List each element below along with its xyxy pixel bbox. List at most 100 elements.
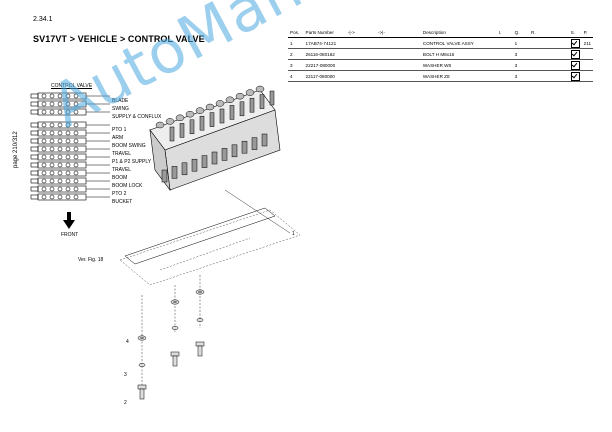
valve-section [30,92,110,100]
check-icon[interactable] [570,38,580,48]
cell-description: WASHER W8 [422,62,452,68]
valve-spool [215,100,225,107]
check-icon[interactable] [570,49,580,59]
port-label: PTO 2 [112,191,127,197]
cell-page [582,49,593,60]
valve-section [30,193,110,201]
front-label: FRONT [61,232,79,238]
valve-spool [185,110,195,118]
valve-fitting [221,148,228,161]
cell-description: WASHER Z8 [422,73,450,79]
col-header-part-number: Parts Number [305,29,334,35]
callout-number: 3 [124,372,127,378]
valve-fitting [269,90,275,106]
col-header-i: I. [498,29,502,35]
cell-part-number: 17AB74-74121 [305,40,337,46]
cell-quantity: 3 [514,73,518,79]
valve-fitting [239,101,245,117]
valve-fitting [249,97,255,113]
cell-page [582,60,593,71]
valve-section [30,121,110,129]
arrow-down-icon [63,212,75,229]
valve-section [30,137,110,145]
valve-section [30,108,110,116]
cell-pos: 1 [290,40,293,46]
valve-spool [255,85,265,93]
cell-part-number: 26116-080162 [305,51,335,57]
cell-page [582,71,593,82]
figure-reference-link[interactable]: Ver. Fig. 18 [78,257,104,263]
cell-pos: 2 [290,51,293,57]
valve-fitting [189,119,195,135]
valve-section [30,153,110,161]
valve-section [30,129,110,137]
cell-quantity: 1 [514,40,518,46]
valve-fitting [219,108,225,124]
table-row[interactable]: 3 22217-080000 WASHER W8 3 [288,60,593,71]
col-header-description: Description [422,29,446,35]
valve-fitting [191,158,198,172]
port-label: SWING [112,106,129,112]
table-row[interactable]: 1 17AB74-74121 CONTROL VALVE ASSY 1 211 [288,38,593,49]
valve-fitting [201,155,208,168]
valve-section [30,185,110,193]
col-header-s: S. [570,29,575,35]
port-label: PTO 1 [112,127,127,133]
cell-pos: 4 [290,73,293,79]
valve-spool [225,96,235,104]
valve-fitting [241,140,248,154]
port-label: SUPPLY & CONFLUX [112,114,162,120]
valve-spool [245,89,255,96]
cell-quantity: 3 [514,51,518,57]
valve-spool [205,103,215,111]
port-label: BLADE [112,98,129,104]
valve-fitting [231,144,238,158]
valve-section [30,161,110,169]
valve-fitting [259,94,265,109]
valve-fitting [211,151,218,165]
col-header-to: ->|- [377,29,385,35]
valve-fitting [179,123,185,138]
valve-fitting [169,126,175,142]
table-row[interactable]: 2 26116-080162 BOLT H M8x16 3 [288,49,593,60]
valve-fitting [161,169,168,183]
cell-description: BOLT H M8x16 [422,51,455,57]
page-reference: page 210/312 [13,131,19,168]
section-number: 2.34.1 [33,16,53,23]
exploded-diagram [119,85,301,400]
port-label: BUCKET [112,199,133,205]
valve-spool [165,118,175,125]
table-row[interactable]: 4 22117-080000 WASHER Z8 3 [288,71,593,82]
valve-spool [155,121,165,129]
valve-fitting [251,137,258,150]
col-header-q: Q. [514,29,520,35]
schematic-title: CONTROL VALVE [51,83,93,89]
cell-part-number: 22217-080000 [305,62,336,68]
valve-fitting [199,115,205,131]
valve-section [30,177,110,185]
port-label: P1 & P2 SUPPLY [112,159,152,165]
cell-part-number: 22117-080000 [305,73,335,79]
valve-section [30,100,110,108]
cell-quantity: 3 [514,62,518,68]
table-header-row: Pos. Parts Number -|-> ->|- Description … [288,27,593,38]
port-label: TRAVEL [112,167,132,173]
valve-spool [235,92,245,100]
check-icon[interactable] [570,71,580,81]
callout-number: 4 [126,339,129,345]
callout-number: 2 [124,400,127,406]
cell-description: CONTROL VALVE ASSY [422,40,474,46]
col-header-pos: Pos. [290,29,300,35]
port-label: TRAVEL [112,151,132,157]
col-header-r: R. [531,29,536,35]
cell-pos: 3 [290,62,293,68]
control-valve-schematic [30,92,110,201]
valve-fitting [171,166,178,179]
port-label: BOOM LOCK [112,183,143,189]
col-header-p: P. [583,29,588,35]
col-header-from: -|-> [347,29,355,35]
valve-spool [195,107,205,114]
cell-page[interactable]: 211 [583,40,591,46]
check-icon[interactable] [570,60,580,70]
port-label: BOOM SWING [112,143,146,149]
